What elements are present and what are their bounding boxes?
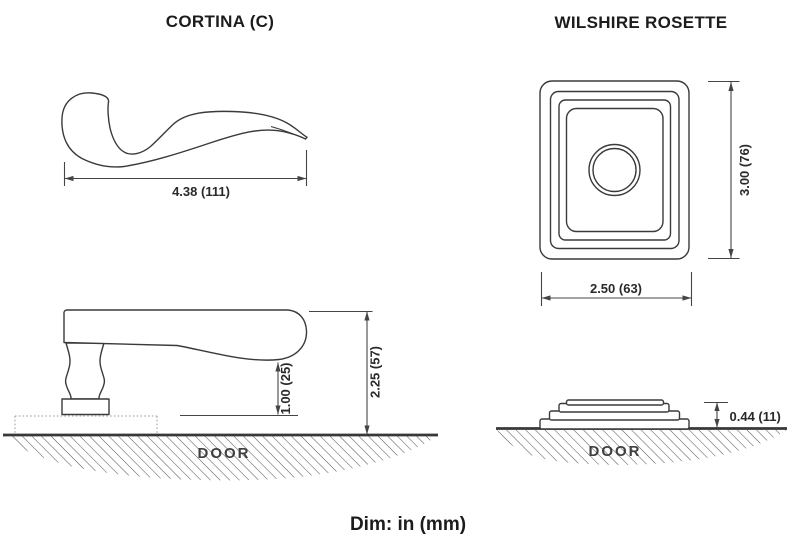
projection-dimension: 0.44 (11): [704, 401, 781, 428]
height-dim-label: 3.00 (76): [737, 144, 752, 196]
cortina-title: CORTINA (C): [165, 12, 275, 31]
overall-height-dim-label: 2.25 (57): [368, 346, 383, 398]
arrow-up-icon: [364, 311, 370, 321]
grip-height-dim-label: 1.00 (25): [278, 362, 293, 414]
cortina-top-view: 4.38 (111): [61, 92, 308, 199]
length-dim-label: 4.38 (111): [172, 184, 230, 199]
grip-height-dimension: 1.00 (25): [180, 362, 298, 417]
arrow-right-icon: [297, 175, 307, 182]
projection-dim-label: 0.44 (11): [730, 409, 781, 424]
rosette-profile: [539, 399, 690, 430]
arrow-down-icon: [364, 425, 370, 435]
overall-height-dimension: 2.25 (57): [309, 310, 383, 435]
door-hatch-area: [497, 430, 787, 465]
width-dimension: 2.50 (63): [540, 272, 693, 306]
lever-neck-outline: [64, 342, 106, 400]
arrow-up-icon: [728, 82, 734, 91]
arrow-up-icon: [714, 402, 720, 411]
lever-base-plate: [61, 398, 110, 416]
cortina-side-view: DOOR 1.00 (25) 2.25 (57): [3, 309, 438, 481]
arrow-right-icon: [682, 295, 692, 301]
units-note: Dim: in (mm): [349, 514, 467, 535]
wilshire-side-view: DOOR 0.44 (11): [496, 399, 787, 465]
wilshire-front-view: 3.00 (76) 2.50 (63): [539, 80, 752, 306]
spindle-boss-inner-circle: [592, 147, 637, 193]
lever-top-outline: [61, 92, 308, 168]
arrow-down-icon: [275, 405, 281, 415]
lever-side-outline: [63, 309, 308, 361]
wilshire-title: WILSHIRE ROSETTE: [554, 13, 728, 32]
arrow-up-icon: [275, 362, 281, 372]
length-dimension: 4.38 (111): [63, 150, 308, 199]
width-dim-label: 2.50 (63): [590, 281, 642, 296]
arrow-down-icon: [714, 419, 720, 428]
arrow-left-icon: [64, 175, 74, 182]
height-dimension: 3.00 (76): [708, 80, 752, 260]
arrow-left-icon: [541, 295, 551, 301]
lever-tip-detail-line: [270, 125, 304, 139]
door-hatch-area: [3, 436, 437, 481]
rosette-tier-4: [565, 399, 665, 406]
arrow-down-icon: [728, 249, 734, 258]
door-label: DOOR: [589, 443, 642, 460]
rosette-hidden-outline: [14, 415, 158, 434]
door-label: DOOR: [198, 445, 251, 462]
